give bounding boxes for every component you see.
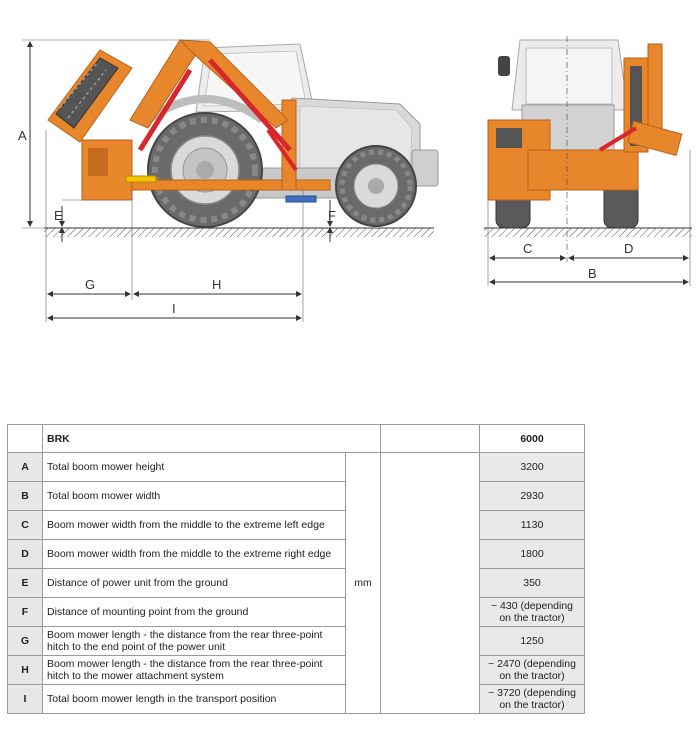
side-ground bbox=[44, 228, 434, 237]
row-letter: E bbox=[7, 568, 43, 598]
rear-dimensions bbox=[487, 150, 691, 286]
row-description: Distance of mounting point from the grou… bbox=[42, 597, 346, 627]
row-description: Boom mower length - the distance from th… bbox=[42, 626, 346, 656]
dim-label-I: I bbox=[172, 301, 176, 316]
gap-column bbox=[380, 452, 480, 714]
row-description: Distance of power unit from the ground bbox=[42, 568, 346, 598]
dim-label-E: E bbox=[54, 208, 63, 223]
row-description: Total boom mower height bbox=[42, 452, 346, 482]
row-letter: H bbox=[7, 655, 43, 685]
row-letter: G bbox=[7, 626, 43, 656]
table-row: B Total boom mower width 2930 bbox=[7, 481, 585, 511]
header-gap bbox=[380, 424, 480, 453]
table-row: A Total boom mower height mm 3200 bbox=[7, 452, 585, 714]
row-description: Boom mower width from the middle to the … bbox=[42, 539, 346, 569]
row-description: Total boom mower width bbox=[42, 481, 346, 511]
dim-label-C: C bbox=[523, 241, 532, 256]
row-value: 3200 bbox=[479, 452, 585, 482]
row-value: 2930 bbox=[479, 481, 585, 511]
model-label: BRK bbox=[42, 424, 381, 453]
row-letter: F bbox=[7, 597, 43, 627]
row-letter: A bbox=[7, 452, 43, 482]
row-value: 350 bbox=[479, 568, 585, 598]
row-description: Boom mower length - the distance from th… bbox=[42, 655, 346, 685]
row-value: 1250 bbox=[479, 626, 585, 656]
side-rear-wheel bbox=[147, 112, 263, 228]
side-front-wheel bbox=[335, 145, 417, 227]
dim-label-H: H bbox=[212, 277, 221, 292]
model-value: 6000 bbox=[479, 424, 585, 453]
row-letter: D bbox=[7, 539, 43, 569]
table-row: F Distance of mounting point from the gr… bbox=[7, 597, 585, 627]
table-header-row: BRK 6000 bbox=[7, 424, 585, 453]
table-row: C Boom mower width from the middle to th… bbox=[7, 510, 585, 540]
dim-label-G: G bbox=[85, 277, 95, 292]
table-row: I Total boom mower length in the transpo… bbox=[7, 684, 585, 714]
rear-ground bbox=[484, 228, 692, 237]
side-view: A E F G H I bbox=[18, 39, 439, 322]
dim-label-A: A bbox=[18, 128, 27, 143]
table-row: G Boom mower length - the distance from … bbox=[7, 626, 585, 656]
unit-cell: mm bbox=[345, 452, 381, 714]
header-corner bbox=[7, 424, 43, 453]
spec-table: BRK 6000 A Total boom mower height mm 32… bbox=[7, 424, 585, 714]
row-description: Total boom mower length in the transport… bbox=[42, 684, 346, 714]
row-letter: C bbox=[7, 510, 43, 540]
side-dimensions bbox=[22, 39, 333, 322]
row-value: 1130 bbox=[479, 510, 585, 540]
row-value: ~ 3720 (depending on the tractor) bbox=[479, 684, 585, 714]
table-row: E Distance of power unit from the ground… bbox=[7, 568, 585, 598]
row-value: 1800 bbox=[479, 539, 585, 569]
row-value: ~ 430 (depending on the tractor) bbox=[479, 597, 585, 627]
rear-view: C D B bbox=[484, 36, 692, 286]
side-boom-mower bbox=[47, 39, 331, 203]
table-row: D Boom mower width from the middle to th… bbox=[7, 539, 585, 569]
row-letter: I bbox=[7, 684, 43, 714]
dim-label-F: F bbox=[328, 208, 336, 223]
table-row: H Boom mower length - the distance from … bbox=[7, 655, 585, 685]
technical-drawing: A E F G H I bbox=[18, 36, 692, 322]
dim-label-D: D bbox=[624, 241, 633, 256]
row-value: ~ 2470 (depending on the tractor) bbox=[479, 655, 585, 685]
dim-label-B: B bbox=[588, 266, 597, 281]
row-description: Boom mower width from the middle to the … bbox=[42, 510, 346, 540]
row-letter: B bbox=[7, 481, 43, 511]
